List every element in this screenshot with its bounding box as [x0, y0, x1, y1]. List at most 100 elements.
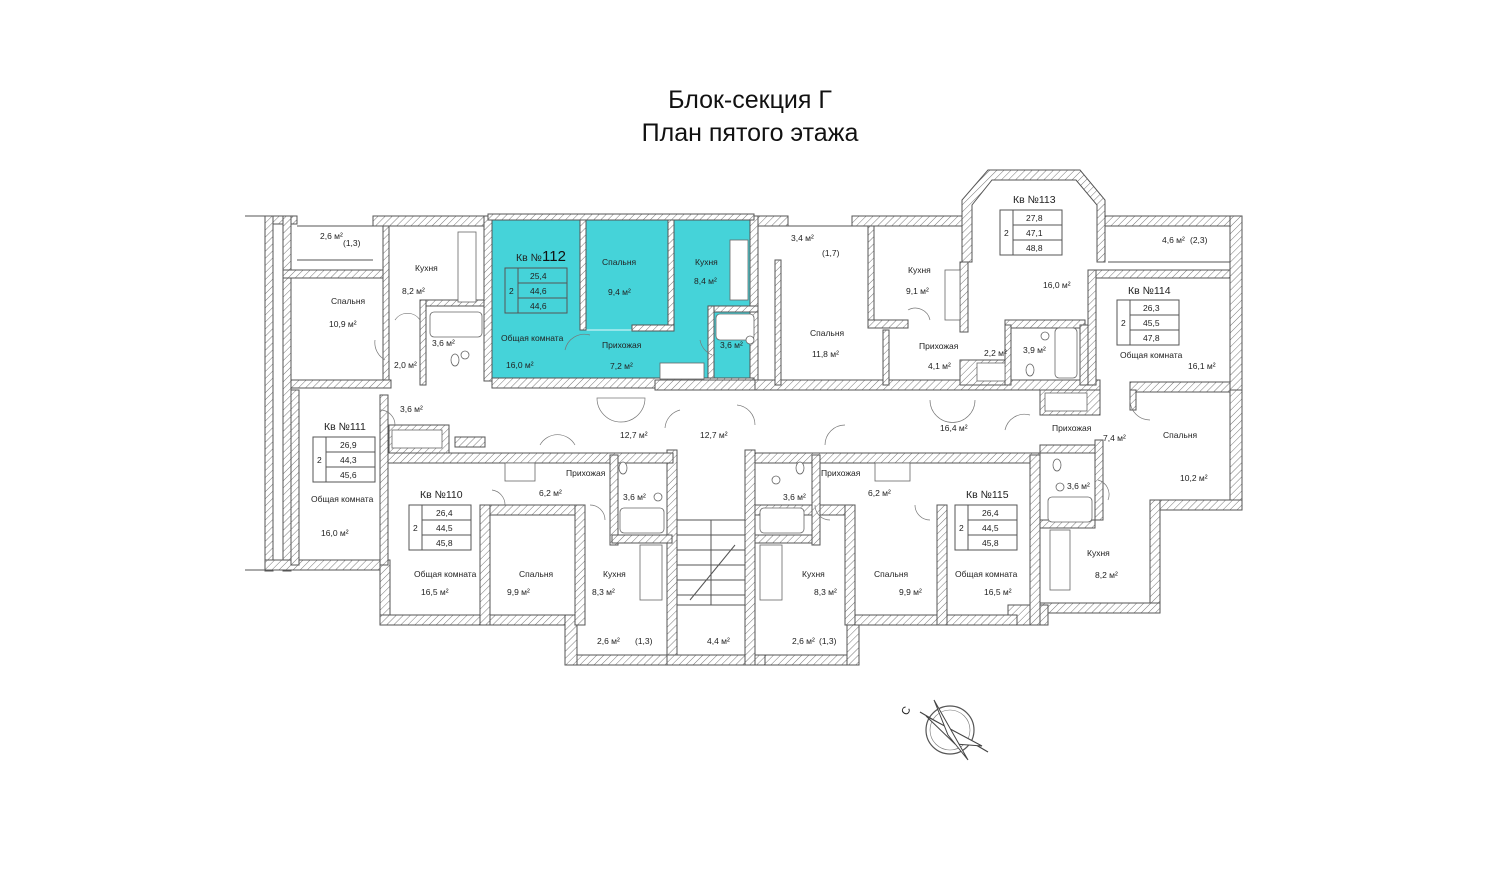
room-area: 6,2 м²	[868, 488, 891, 498]
apt-110-box[interactable]: Кв №110 2 26,4 44,5 45,8	[408, 489, 472, 551]
room-name: Общая комната	[501, 333, 564, 343]
apt-115-area-total: 44,5	[982, 523, 999, 533]
apt-114-area-living: 26,3	[1143, 303, 1160, 313]
room-note: (1,3)	[819, 636, 837, 646]
apt-114-label: Кв №114	[1128, 285, 1171, 297]
apt-112-area-living: 25,4	[530, 271, 547, 281]
apt-115-area-living: 26,4	[982, 508, 999, 518]
room-area: 3,6 м²	[432, 338, 455, 348]
room-name: Кухня	[908, 265, 931, 275]
room-area: 4,6 м²	[1162, 235, 1185, 245]
room-area: 3,6 м²	[623, 492, 646, 502]
apt-111-label: Кв №111	[324, 421, 366, 433]
apt-112-area-balcony: 44,6	[530, 301, 547, 311]
compass-letter: С	[899, 705, 913, 718]
room-name: Прихожая	[1052, 423, 1092, 433]
apt-113-box[interactable]: Кв №113 2 27,8 47,1 48,8	[999, 194, 1063, 256]
room-area: 12,7 м²	[700, 430, 728, 440]
room-area: 7,2 м²	[610, 361, 633, 371]
room-name: Кухня	[1087, 548, 1110, 558]
room-name: Общая комната	[414, 569, 477, 579]
apt-110-rooms: 2	[413, 523, 418, 533]
room-area: 3,6 м²	[783, 492, 806, 502]
apt-112-rooms: 2	[509, 286, 514, 296]
room-name: Прихожая	[919, 341, 959, 351]
room-name: Общая комната	[1120, 350, 1183, 360]
apt-110-area-living: 26,4	[436, 508, 453, 518]
room-note: (2,3)	[1190, 235, 1208, 245]
room-area: 7,4 м²	[1103, 433, 1126, 443]
room-note: (1,7)	[822, 248, 840, 258]
doors	[374, 307, 1151, 521]
apt-111-box[interactable]: Кв №111 2 26,9 44,3 45,6	[312, 421, 376, 483]
title-line-2: План пятого этажа	[641, 119, 859, 147]
apt-113-label: Кв №113	[1013, 194, 1056, 206]
room-name: Спальня	[1163, 430, 1198, 440]
apt-114-area-total: 45,5	[1143, 318, 1160, 328]
room-area: 2,0 м²	[394, 360, 417, 370]
room-labels: 2,6 м² (1,3) Кухня 8,2 м² Спальня 10,9 м…	[311, 231, 1216, 646]
room-area: 6,2 м²	[539, 488, 562, 498]
apt-115-area-balcony: 45,8	[982, 538, 999, 548]
room-area: 16,0 м²	[506, 360, 534, 370]
room-area: 16,4 м²	[940, 423, 968, 433]
room-area: 3,6 м²	[720, 340, 743, 350]
room-area: 9,9 м²	[899, 587, 922, 597]
room-area: 16,5 м²	[984, 587, 1012, 597]
apt-115-box[interactable]: Кв №115 2 26,4 44,5 45,8	[954, 489, 1018, 551]
room-name: Кухня	[695, 257, 718, 267]
room-area: 2,6 м²	[320, 231, 343, 241]
apt-113-area-total: 47,1	[1026, 228, 1043, 238]
room-name: Прихожая	[602, 340, 642, 350]
apt-110-area-balcony: 45,8	[436, 538, 453, 548]
apt-112-number: 112	[542, 248, 566, 265]
fixtures	[391, 231, 1093, 601]
room-area: 8,3 м²	[814, 587, 837, 597]
room-name: Кухня	[802, 569, 825, 579]
apartment-112-highlight[interactable]	[488, 219, 750, 423]
outline-details	[245, 215, 1230, 656]
room-area: 8,2 м²	[402, 286, 425, 296]
apt-110-area-total: 44,5	[436, 523, 453, 533]
room-area: 3,6 м²	[1067, 481, 1090, 491]
room-area: 11,8 м²	[812, 349, 839, 359]
room-name: Общая комната	[955, 569, 1018, 579]
room-area: 8,3 м²	[592, 587, 615, 597]
title-line-1: Блок-секция Г	[668, 86, 832, 114]
room-name: Спальня	[331, 296, 366, 306]
apt-112-area-total: 44,6	[530, 286, 547, 296]
apt-113-area-balcony: 48,8	[1026, 243, 1043, 253]
apt-114-rooms: 2	[1121, 318, 1126, 328]
apt-114-area-balcony: 47,8	[1143, 333, 1160, 343]
room-area: 16,5 м²	[421, 587, 449, 597]
room-name: Кухня	[603, 569, 626, 579]
room-area: 4,1 м²	[928, 361, 951, 371]
room-area: 12,7 м²	[620, 430, 648, 440]
room-area: 8,2 м²	[1095, 570, 1118, 580]
room-area: 9,1 м²	[906, 286, 929, 296]
apt-112-box[interactable]: Кв № 112 2 25,4 44,6 44,6	[504, 248, 568, 314]
room-name: Спальня	[874, 569, 909, 579]
room-area: 16,1 м²	[1188, 361, 1216, 371]
apt-114-box[interactable]: Кв №114 2 26,3 45,5 47,8	[1116, 285, 1180, 346]
plan-title: Блок-секция Г План пятого этажа	[0, 84, 1500, 150]
room-name: Прихожая	[566, 468, 606, 478]
apt-110-label: Кв №110	[420, 489, 463, 501]
apt-113-area-living: 27,8	[1026, 213, 1043, 223]
apt-112-label: Кв №	[516, 252, 542, 264]
room-name: Спальня	[810, 328, 845, 338]
apt-111-area-balcony: 45,6	[340, 470, 357, 480]
room-area: 2,2 м²	[984, 348, 1007, 358]
room-area: 10,9 м²	[329, 319, 357, 329]
room-area: 8,4 м²	[694, 276, 717, 286]
room-name: Спальня	[602, 257, 637, 267]
room-area: 16,0 м²	[1043, 280, 1071, 290]
room-name: Прихожая	[821, 468, 861, 478]
room-name: Общая комната	[311, 494, 374, 504]
apt-115-rooms: 2	[959, 523, 964, 533]
apt-111-area-total: 44,3	[340, 455, 357, 465]
room-area: 4,4 м²	[707, 636, 730, 646]
room-area: 10,2 м²	[1180, 473, 1208, 483]
north-compass: С	[899, 699, 989, 761]
